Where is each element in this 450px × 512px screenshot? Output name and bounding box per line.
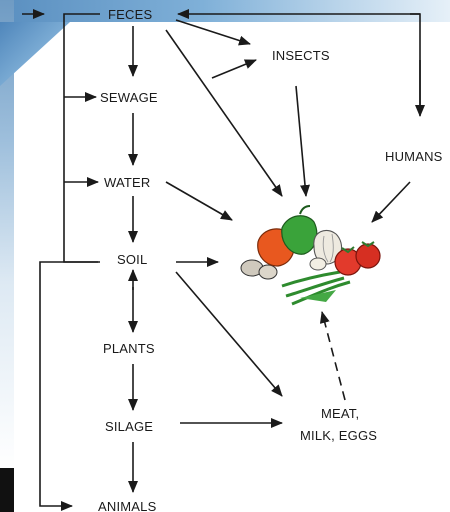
vegetables-illustration [241,206,380,304]
arrow-water-food [166,182,232,220]
node-water: WATER [104,175,151,190]
tomato-2 [356,244,380,268]
mushroom-2 [259,265,277,279]
pepper-stem [300,206,310,214]
node-silage: SILAGE [105,419,153,434]
onion-small [310,258,326,270]
arrow-humans-feces [178,14,420,112]
loop-animals-soil [40,262,98,506]
node-plants: PLANTS [103,341,155,356]
arrow-humans-food [372,182,410,222]
arrow-soil-meat [176,272,282,396]
arrow-feces-insects [176,20,250,44]
node-animals: ANIMALS [98,499,157,512]
node-sewage: SEWAGE [100,90,158,105]
arrow-sewage-insects [212,60,256,78]
node-feces: FECES [108,7,152,22]
loop-feces-bracket [64,14,100,262]
node-insects: INSECTS [272,48,330,63]
node-soil: SOIL [117,252,147,267]
arrow-insects-food [296,86,306,196]
node-humans: HUMANS [385,149,443,164]
node-meat-line2: MILK, EGGS [300,428,377,443]
arrow-meat-food-dashed [322,312,345,400]
node-meat-line1: MEAT, [321,406,359,421]
arrow-feces-food [166,30,282,196]
